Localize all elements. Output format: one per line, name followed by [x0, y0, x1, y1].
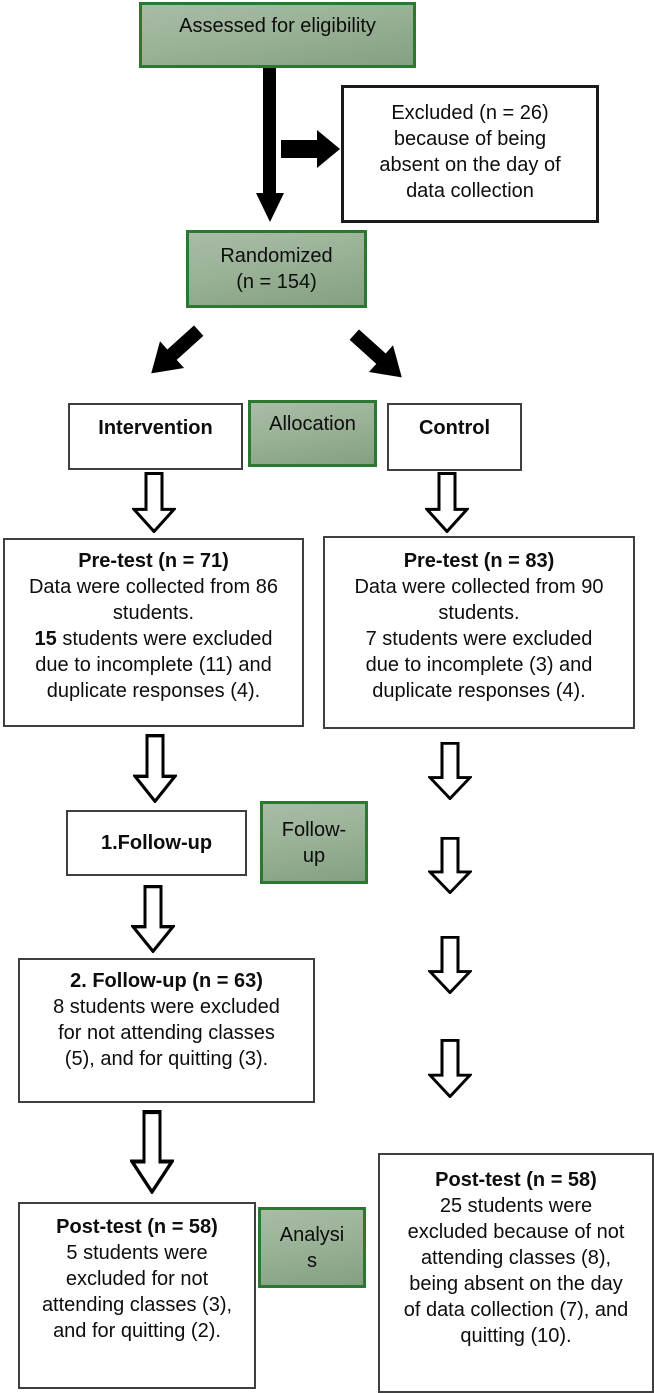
followup2-line: for not attending classes	[58, 1022, 275, 1044]
allocation-stage-box: Allocation	[248, 400, 377, 467]
pretest-intervention-line: due to incomplete (11) and	[35, 654, 272, 676]
followup1-box: 1.Follow-up	[66, 810, 247, 876]
excluded-count-rest: students were excluded	[56, 628, 273, 650]
control-box: Control	[387, 403, 522, 471]
followup-stage-line: Follow-	[281, 818, 347, 841]
posttest-intervention-title: Post-test (n = 58)	[56, 1216, 218, 1238]
pretest-control-line: due to incomplete (3) and	[365, 654, 593, 676]
excluded-count-bold: 15	[34, 628, 57, 650]
down-arrow-icon	[256, 68, 284, 222]
posttest-control-box: Post-test (n = 58) 25 students were excl…	[378, 1153, 654, 1393]
pretest-intervention-line: students.	[112, 602, 195, 624]
excluded-line: data collection	[406, 180, 534, 202]
excluded-line: absent on the day of	[379, 154, 561, 176]
hollow-down-arrow-icon	[132, 472, 176, 533]
followup2-title: 2. Follow-up (n = 63)	[70, 970, 263, 992]
posttest-intervention-box: Post-test (n = 58) 5 students were exclu…	[18, 1202, 256, 1389]
hollow-down-arrow-icon	[428, 837, 472, 894]
excluded-line: Excluded (n = 26)	[391, 102, 549, 124]
posttest-control-line: quitting (10).	[460, 1325, 572, 1347]
analysis-stage-line: s	[307, 1249, 317, 1272]
intervention-label: Intervention	[98, 417, 213, 439]
posttest-control-line: 25 students were	[439, 1195, 593, 1217]
analysis-stage-line: Analysi	[279, 1223, 345, 1246]
pretest-control-line: students.	[438, 602, 520, 624]
pretest-control-box: Pre-test (n = 83) Data were collected fr…	[323, 536, 635, 729]
randomized-line: Randomized	[220, 245, 333, 267]
hollow-down-arrow-icon	[428, 936, 472, 994]
followup2-line: (5), and for quitting (3).	[64, 1048, 269, 1070]
pretest-intervention-line: Data were collected from 86	[28, 576, 278, 598]
intervention-box: Intervention	[68, 403, 243, 470]
pretest-control-line: 7 students were excluded	[365, 628, 593, 650]
followup-stage-line: up	[302, 844, 326, 867]
posttest-intervention-line: attending classes (3),	[41, 1294, 233, 1316]
pretest-intervention-line: duplicate responses (4).	[46, 680, 261, 702]
followup-stage-box: Follow- up	[260, 801, 368, 884]
followup2-line: 8 students were excluded	[53, 996, 280, 1018]
allocation-label: Allocation	[269, 413, 356, 435]
excluded-line: because of being	[393, 128, 547, 150]
posttest-control-line: of data collection (7), and	[403, 1299, 629, 1321]
pretest-intervention-title: Pre-test (n = 71)	[78, 550, 229, 572]
randomized-box: Randomized (n = 154)	[186, 230, 367, 308]
posttest-control-line: attending classes (8),	[420, 1247, 612, 1269]
pretest-control-line: Data were collected from 90	[354, 576, 604, 598]
pretest-control-line: duplicate responses (4).	[372, 680, 586, 702]
posttest-intervention-line: excluded for not	[65, 1268, 209, 1290]
hollow-down-arrow-icon	[130, 1110, 174, 1194]
hollow-down-arrow-icon	[428, 742, 472, 800]
control-label: Control	[418, 417, 491, 439]
assessed-eligibility-box: Assessed for eligibility	[139, 2, 416, 68]
pretest-intervention-line: 15 students were excluded	[5, 626, 302, 652]
followup2-box: 2. Follow-up (n = 63) 8 students were ex…	[18, 958, 315, 1103]
pretest-control-title: Pre-test (n = 83)	[403, 550, 555, 572]
posttest-control-line: being absent on the day	[409, 1273, 623, 1295]
posttest-intervention-line: 5 students were	[66, 1242, 208, 1264]
right-arrow-icon	[281, 130, 340, 168]
hollow-down-arrow-icon	[425, 472, 469, 533]
analysis-stage-box: Analysi s	[258, 1207, 366, 1288]
hollow-down-arrow-icon	[131, 885, 175, 953]
randomized-line: (n = 154)	[236, 271, 317, 293]
posttest-control-line: excluded because of not	[407, 1221, 625, 1243]
followup1-label: 1.Follow-up	[100, 832, 213, 854]
posttest-intervention-line: and for quitting (2).	[53, 1320, 221, 1342]
posttest-control-title: Post-test (n = 58)	[435, 1169, 597, 1191]
hollow-down-arrow-icon	[428, 1039, 472, 1098]
diagonal-arrow-right-icon	[349, 329, 402, 378]
excluded-box: Excluded (n = 26) because of being absen…	[341, 85, 599, 223]
assessed-eligibility-label: Assessed for eligibility	[179, 15, 376, 37]
pretest-intervention-box: Pre-test (n = 71) Data were collected fr…	[3, 538, 304, 727]
diagonal-arrow-left-icon	[151, 325, 204, 374]
hollow-down-arrow-icon	[133, 734, 177, 803]
